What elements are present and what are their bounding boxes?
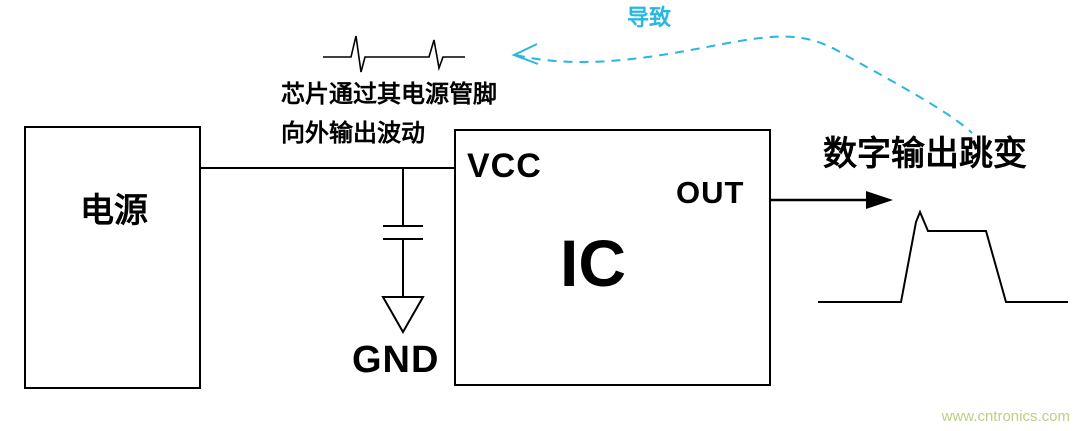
- ic-box: [454, 129, 771, 386]
- power-supply-box: [24, 126, 201, 389]
- ground-icon: [381, 296, 425, 335]
- output-pulse-waveform-icon: [818, 209, 1068, 303]
- noise-caption-line1: 芯片通过其电源管脚: [281, 81, 497, 108]
- out-arrow-icon: [770, 191, 893, 209]
- capacitor-icon: [383, 168, 423, 297]
- cause-label: 导致: [627, 5, 672, 30]
- power-supply-label: 电源: [80, 192, 148, 230]
- cause-dashed-arrow-icon: [511, 35, 973, 134]
- noise-caption-line2: 向外输出波动: [281, 120, 425, 147]
- digital-output-label: 数字输出跳变: [823, 135, 1027, 173]
- gnd-label: GND: [352, 339, 440, 381]
- vcc-pin-label: VCC: [467, 147, 542, 185]
- watermark: www.cntronics.com: [941, 408, 1070, 425]
- noise-spike-waveform-icon: [323, 35, 465, 73]
- ic-label: IC: [560, 226, 626, 300]
- out-pin-label: OUT: [676, 175, 745, 210]
